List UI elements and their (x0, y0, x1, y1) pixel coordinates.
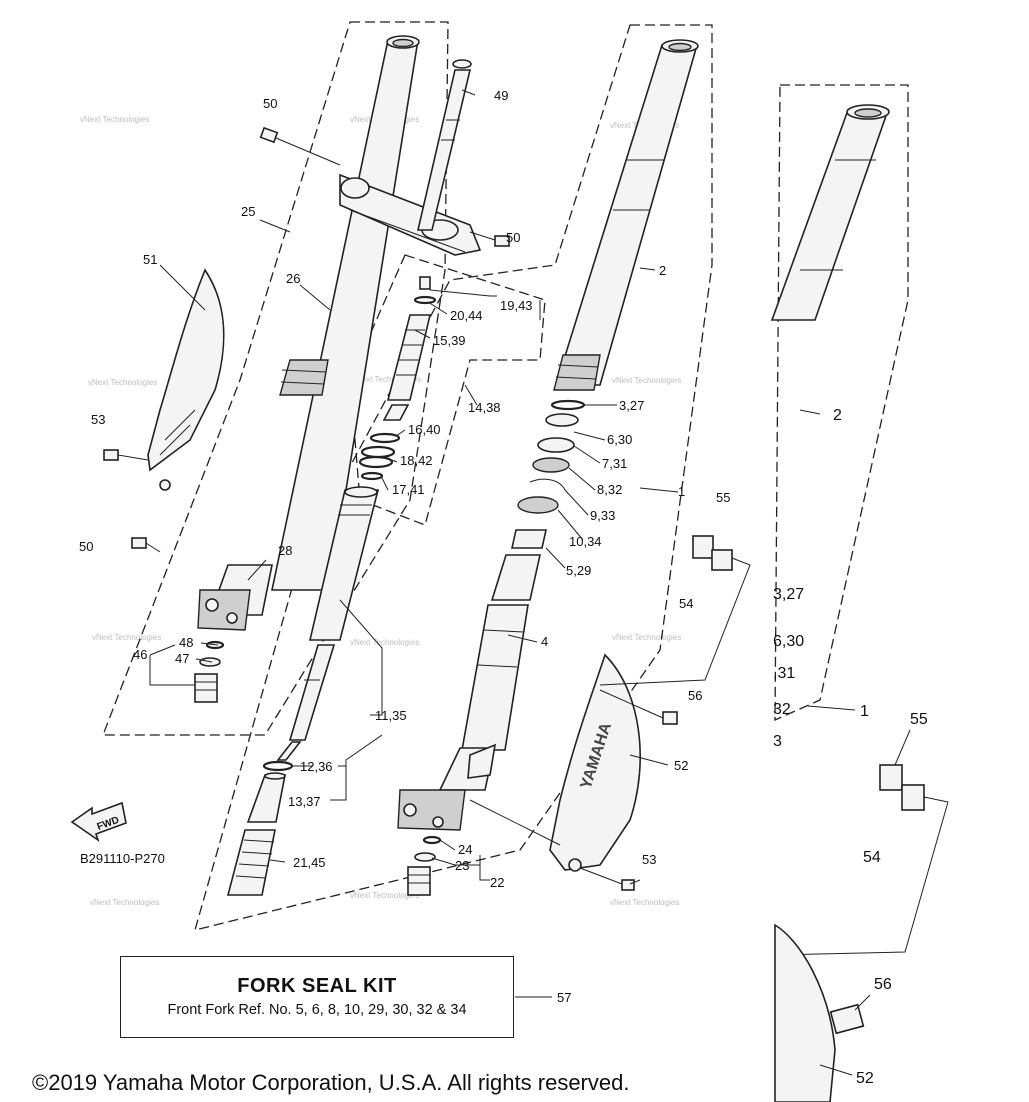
label-13-37: 13,37 (288, 794, 321, 809)
label-14-38: 14,38 (468, 400, 501, 415)
label-26: 26 (286, 271, 300, 286)
label-56-detail: 56 (874, 976, 892, 993)
label-56: 56 (688, 688, 702, 703)
label-9-33: 9,33 (590, 508, 615, 523)
watermark: vNext Technologies (350, 638, 419, 647)
label-18-42: 18,42 (400, 453, 433, 468)
damper-cartridge (226, 276, 437, 896)
label-12-36: 12,36 (300, 759, 333, 774)
leader-lines (149, 89, 911, 1076)
brackets-54-55 (599, 535, 751, 686)
label-2: 2 (659, 263, 666, 278)
label-55: 55 (716, 490, 730, 505)
label-10-34: 10,34 (569, 534, 602, 549)
label-57: 57 (557, 990, 571, 1005)
label-50-top: 50 (263, 96, 277, 111)
watermark: vNext Technologies (352, 375, 421, 384)
inner-tube-assembly (397, 39, 699, 831)
label-50-mid: 50 (506, 230, 520, 245)
fork-guard-right: YAMAHA (549, 653, 678, 891)
label-4: 4 (541, 634, 548, 649)
bolt-50-left (131, 537, 161, 553)
group-outline-25 (102, 21, 449, 736)
callout-labels: 50 49 25 51 26 50 19,43 20,44 15,39 14,3… (79, 88, 928, 1087)
label-53-right: 53 (642, 852, 656, 867)
fork-guard-left (103, 268, 225, 491)
drain-parts-22-24 (407, 835, 442, 896)
label-51: 51 (143, 252, 157, 267)
label-15-39: 15,39 (433, 333, 466, 348)
label-11-35: 11,35 (375, 708, 407, 723)
watermark: vNext Technologies (610, 898, 679, 907)
fork-seal-kit-box: FORK SEAL KIT Front Fork Ref. No. 5, 6, … (120, 956, 514, 1038)
watermark: vNext Technologies (80, 115, 149, 124)
group-outline-1-right (774, 84, 909, 722)
diagram-id: B291110-P270 (80, 851, 165, 866)
label-48: 48 (179, 635, 193, 650)
label-52-detail: 52 (856, 1070, 874, 1087)
label-23: 23 (455, 858, 469, 873)
outer-tube-assembly (197, 35, 420, 631)
group-outline-14-38 (349, 254, 546, 526)
label-8-32: 8,32 (597, 482, 622, 497)
watermark: vNext Technologies (612, 376, 681, 385)
label-54-detail: 54 (863, 849, 881, 866)
label-21-45: 21,45 (293, 855, 326, 870)
label-47: 47 (175, 651, 189, 666)
label-6-30-detail: 6,30 (773, 633, 804, 650)
label-55-detail: 55 (910, 711, 928, 728)
label-3-27: 3,27 (619, 398, 644, 413)
label-1: 1 (678, 484, 685, 499)
kit-title: FORK SEAL KIT (237, 975, 397, 997)
label-31-detail: ,31 (773, 665, 795, 682)
label-46: 46 (133, 647, 147, 662)
bolt-50-top (259, 126, 341, 166)
label-25: 25 (241, 204, 255, 219)
label-54: 54 (679, 596, 693, 611)
label-20-44: 20,44 (450, 308, 483, 323)
watermark: vNext Technologies (92, 633, 161, 642)
watermark: vNext Technologies (612, 633, 681, 642)
drain-parts-46-48 (194, 640, 225, 703)
label-32-detail: 32 (773, 701, 791, 718)
label-24: 24 (458, 842, 472, 857)
detail-view-right (770, 104, 949, 1102)
label-17-41: 17,41 (392, 482, 425, 497)
label-5-29: 5,29 (566, 563, 591, 578)
label-1-detail: 1 (860, 703, 869, 720)
fwd-arrow: FWD (70, 801, 127, 843)
watermark: vNext Technologies (350, 891, 419, 900)
label-16-40: 16,40 (408, 422, 441, 437)
label-7-31: 7,31 (602, 456, 627, 471)
upper-bracket (339, 59, 482, 256)
label-49: 49 (494, 88, 508, 103)
label-3-detail: 3 (773, 733, 782, 750)
watermark: vNext Technologies (90, 898, 159, 907)
kit-description: Front Fork Ref. No. 5, 6, 8, 10, 29, 30,… (167, 1002, 467, 1018)
label-3-27-detail: 3,27 (773, 586, 804, 603)
label-6-30: 6,30 (607, 432, 632, 447)
bolt-50-mid (469, 231, 510, 247)
label-52: 52 (674, 758, 688, 773)
group-outline-1 (194, 24, 713, 931)
label-22: 22 (490, 875, 504, 890)
label-28: 28 (278, 543, 292, 558)
label-2-detail: 2 (833, 407, 842, 424)
watermark: vNext Technologies (88, 378, 157, 387)
label-19-43: 19,43 (500, 298, 533, 313)
copyright-notice: ©2019 Yamaha Motor Corporation, U.S.A. A… (32, 1070, 630, 1095)
label-53-left: 53 (91, 412, 105, 427)
label-50-left: 50 (79, 539, 93, 554)
